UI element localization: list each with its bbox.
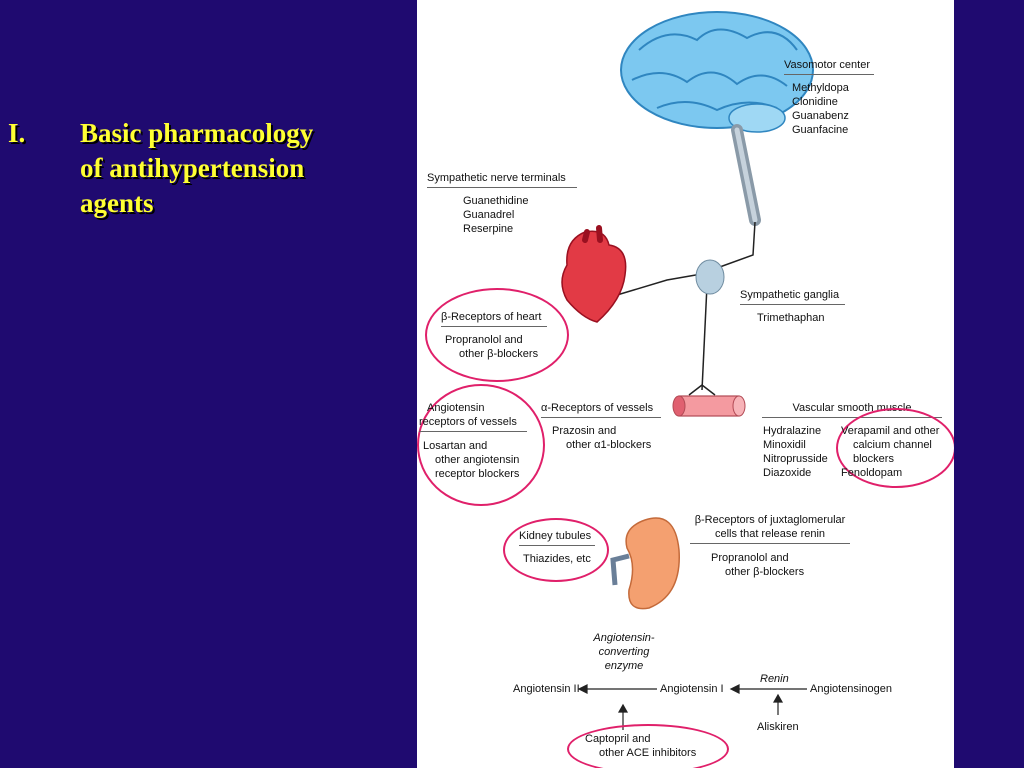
title-line: Angiotensin: [427, 402, 485, 414]
angiotensin-receptors-drugs: Losartan and other angiotensin receptor …: [423, 439, 519, 481]
drug-item: Losartan and: [423, 440, 488, 452]
drug-item: Nitroprusside: [763, 453, 828, 465]
drug-item: Prazosin and: [552, 425, 617, 437]
ganglia-drugs: Trimethaphan: [757, 311, 824, 325]
brain-illustration: [620, 11, 814, 226]
label-line: converting: [598, 646, 650, 658]
drug-item: other α1-blockers: [566, 439, 652, 451]
angiotensinogen-label: Angiotensinogen: [810, 683, 892, 695]
label-line: enzyme: [604, 660, 644, 672]
ace-inhibitors-label: Captopril and other ACE inhibitors: [585, 732, 696, 760]
angiotensin-receptors-title: Angiotensin receptors of vessels: [419, 401, 527, 432]
heading-line-1: Basic pharmacology: [80, 118, 314, 148]
sympathetic-terminals-title: Sympathetic nerve terminals: [427, 171, 577, 188]
blood-vessel-illustration: [672, 395, 746, 417]
drug-item: other β-blockers: [725, 566, 805, 578]
drug-item: Trimethaphan: [757, 312, 825, 324]
kidney-tubules-drugs: Thiazides, etc: [523, 552, 591, 566]
drug-item: Diazoxide: [763, 467, 812, 479]
highlight-ring-calcium-blockers: [836, 408, 954, 488]
drug-item: Reserpine: [463, 223, 514, 235]
highlight-ring-angiotensin-receptors: [417, 384, 545, 506]
kidney-illustration: [610, 517, 680, 610]
ganglion-node: [695, 259, 725, 295]
drug-item: Guanfacine: [792, 124, 849, 136]
title-line: β-Receptors of juxtaglomerular: [694, 514, 846, 526]
drug-item: Propranolol and: [711, 552, 789, 564]
vascular-smooth-muscle-drugs-left: Hydralazine Minoxidil Nitroprusside Diaz…: [763, 424, 828, 480]
nerve-pathway: [610, 221, 756, 396]
sympathetic-terminals-drugs: Guanethidine Guanadrel Reserpine: [463, 194, 528, 236]
renin-label: Renin: [760, 673, 789, 685]
beta-heart-drugs: Propranolol and other β-blockers: [445, 333, 538, 361]
drug-item: Verapamil and other: [841, 425, 940, 437]
angiotensin-ii-label: Angiotensin II: [513, 683, 580, 695]
vasomotor-title: Vasomotor center: [784, 58, 874, 75]
angiotensin-i-label: Angiotensin I: [660, 683, 724, 695]
drug-item: Guanabenz: [792, 110, 849, 122]
ras-arrows: [577, 684, 807, 730]
drug-item: Minoxidil: [763, 439, 806, 451]
drug-item: Fenoldopam: [841, 467, 903, 479]
title-line: receptors of vessels: [419, 416, 517, 428]
highlight-ring-ace-inhibitors: [567, 724, 729, 768]
drug-item: other β-blockers: [459, 348, 539, 360]
drug-item: other angiotensin: [435, 454, 520, 466]
diagram-panel: Vasomotor center Methyldopa Clonidine Gu…: [417, 0, 954, 768]
highlight-ring-beta-heart: [425, 288, 569, 382]
heading-title: Basic pharmacology of antihypertension a…: [80, 116, 390, 221]
heart-illustration: [561, 225, 627, 323]
label-line: Angiotensin-: [593, 632, 655, 644]
aliskiren-label: Aliskiren: [757, 721, 799, 733]
drug-item: other ACE inhibitors: [599, 747, 697, 759]
drug-item: blockers: [853, 453, 894, 465]
heading-line-2: of antihypertension: [80, 153, 305, 183]
heading-line-3: agents: [80, 188, 154, 218]
drug-item: calcium channel: [853, 439, 932, 451]
beta-juxta-title: β-Receptors of juxtaglomerular cells tha…: [690, 513, 850, 544]
drug-item: Thiazides, etc: [523, 553, 591, 565]
diagram-artwork: [561, 11, 814, 730]
title-line: cells that release renin: [714, 528, 826, 540]
vasomotor-drugs: Methyldopa Clonidine Guanabenz Guanfacin…: [792, 81, 849, 137]
drug-item: Hydralazine: [763, 425, 822, 437]
drug-item: Guanethidine: [463, 195, 529, 207]
drug-item: receptor blockers: [435, 468, 520, 480]
ace-enzyme-label: Angiotensin- converting enzyme: [589, 631, 659, 673]
alpha-vessels-title: α-Receptors of vessels: [541, 401, 661, 418]
ganglia-title: Sympathetic ganglia: [740, 288, 845, 305]
drug-item: Clonidine: [792, 96, 838, 108]
heading-number: I.: [8, 118, 26, 148]
vascular-smooth-muscle-drugs-right: Verapamil and other calcium channel bloc…: [841, 424, 939, 480]
drug-item: Propranolol and: [445, 334, 523, 346]
beta-heart-title: β-Receptors of heart: [441, 310, 547, 327]
kidney-tubules-title: Kidney tubules: [519, 529, 595, 546]
alpha-vessels-drugs: Prazosin and other α1-blockers: [552, 424, 651, 452]
beta-juxta-drugs: Propranolol and other β-blockers: [711, 551, 804, 579]
drug-item: Captopril and: [585, 733, 651, 745]
highlight-ring-kidney-tubules: [503, 518, 609, 582]
drug-item: Methyldopa: [792, 82, 849, 94]
drug-item: Guanadrel: [463, 209, 515, 221]
